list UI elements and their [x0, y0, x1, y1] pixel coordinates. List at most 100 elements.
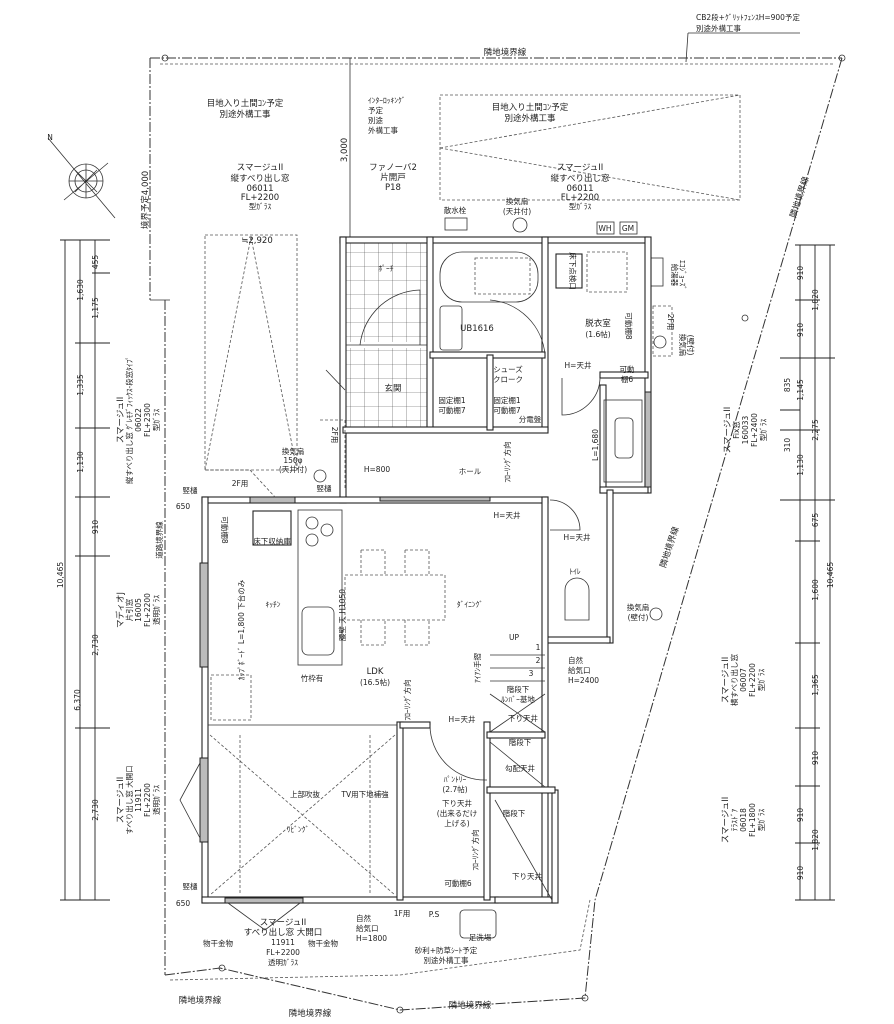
floor-storage-label: 床下収納庫 [253, 536, 291, 546]
setback-label: 境界予定4,000 [140, 171, 151, 229]
window-label-group: スマージュII すべり出し窓 大開口 11911 FL+2200 透明ｶﾞﾗｽ [116, 765, 161, 834]
window-label: FL+1800 [748, 803, 757, 837]
window-label: FL+2400 [750, 413, 759, 447]
water-heater-label: ｴｺｼﾞｮｰｽﾞ [678, 260, 687, 290]
left-dimension-lines [60, 239, 110, 901]
north-compass-icon: N [47, 133, 116, 219]
room-label-pantry: ﾊﾟﾝﾄﾘｰ [444, 775, 467, 784]
ceiling-height-label: H=天井 [494, 510, 521, 520]
compass-north-label: N [47, 133, 53, 142]
dim-650: 650 [176, 502, 191, 511]
window-label: FL+2300 [143, 403, 152, 437]
dim-label: 1,130 [796, 454, 805, 476]
shelf-label: 固定棚1 [493, 395, 520, 405]
boundary-right-low-label: 隣地境界線 [658, 525, 682, 569]
void-marking [209, 734, 396, 896]
dim-label: 910 [796, 808, 805, 823]
room-label-hall: ホール [459, 467, 482, 476]
window-label: スマージュII [116, 777, 126, 824]
dim-label: 1,630 [76, 279, 85, 301]
window-label: 型ｶﾞﾗｽ [249, 202, 272, 211]
dim-label: 1,335 [76, 374, 85, 396]
room-label-dining: ﾀﾞｲﾆﾝｸﾞ [457, 600, 483, 609]
window-label: 透明ｶﾞﾗｽ [152, 595, 161, 625]
toilet-icon [564, 577, 590, 621]
room-label-kitchen: ｷｯﾁﾝ [266, 600, 281, 609]
water-heater-label: 給湯器 [670, 264, 680, 287]
shelf-label: 可動棚7 [493, 405, 520, 415]
window-label: 16005 [134, 598, 143, 622]
window-label: 縦すべり出し窓 [231, 173, 290, 184]
panel-label: 分電盤 [519, 414, 542, 424]
window-label: 160033 [741, 415, 750, 444]
window-label: 透明ｶﾞﾗｽ [152, 785, 161, 815]
sprinkler-icon [444, 217, 468, 231]
window-label: スマージュII [237, 163, 284, 173]
fan-label: (壁付) [628, 612, 649, 622]
window-label: 11911 [134, 788, 143, 812]
window-label-group: スマージュII ﾃﾗｽﾄﾞｱ 06018 FL+1800 型ｶﾞﾗｽ [721, 797, 766, 844]
window-label: FL+2200 [143, 593, 152, 627]
dim-label: 1,145 [796, 379, 805, 401]
window-label: FL+2200 [241, 193, 279, 203]
window-label: 型ｶﾞﾗｽ [759, 419, 768, 442]
shelf-label: 可動棚8 [624, 312, 634, 339]
road-boundary-label: 道路境界線 [154, 521, 164, 559]
fence-note: CB2段+ｸﾞﾘｯﾄﾌｪﾝｽH=900予定 [696, 12, 800, 22]
boundary-right-label: 隣地境界線 [788, 175, 812, 219]
air-inlet-label: H=2400 [568, 676, 599, 685]
fan-label: (天井付) [279, 464, 307, 474]
room-label-pantry: (2.7帖) [442, 784, 467, 794]
washing-machine-icon [586, 251, 628, 293]
handrail-label: ｱｲｱﾝ手摺 [472, 653, 482, 683]
boundary-bottom-label: 隣地境界線 [449, 1000, 492, 1011]
fan-label: 換気扇 [627, 602, 650, 612]
hanger-label: 物干金物 [203, 938, 233, 948]
exterior-paving [204, 58, 741, 471]
window-label-group: スマージュII Fix窓 160033 FL+2400 型ｶﾞﾗｽ [723, 407, 768, 454]
dim-label: 910 [796, 266, 805, 281]
fan-label: 換気扇 [506, 196, 529, 206]
hanger-label: 物干金物 [308, 938, 338, 948]
fan-2f-label: 2F用 [232, 479, 249, 488]
dim-label: 10,465 [56, 562, 65, 588]
window-label: 型ｶﾞﾗｽ [757, 809, 766, 832]
flooring-direction-label: ﾌﾛｰﾘﾝｸﾞ方向 [402, 679, 412, 720]
boundary-bottom-label: 隣地境界線 [289, 1008, 332, 1019]
ceiling-height-label: H=天井 [449, 714, 476, 724]
fan-label: 150φ [283, 456, 302, 465]
dim-label: 910 [796, 866, 805, 881]
right-dimension-lines [780, 244, 835, 901]
air-inlet-label: 給気口 [568, 665, 591, 675]
void-label: 上部吹抜 [290, 789, 320, 799]
dim-label: 1,365 [811, 674, 820, 696]
window-label-group: マディオJ 片引窓 16005 FL+2200 透明ｶﾞﾗｽ [115, 592, 161, 628]
room-label-shoe-cloak: クローク [493, 375, 523, 384]
interlocking-note: 外構工事 [368, 125, 398, 135]
window-label: すべり出し窓 大開口 [124, 765, 134, 834]
window-label: 片引窓 [124, 598, 134, 621]
interlocking-note: 予定 [368, 105, 383, 115]
wh-box [596, 221, 615, 235]
window-label: マディオJ [115, 592, 126, 628]
under-stair-label: 階段下 [503, 808, 526, 818]
fan-2f-label: 2F用 [666, 314, 675, 331]
window-label: 06022 [134, 408, 143, 432]
downspout-label: 竪樋 [183, 881, 198, 891]
bathtub-icon [439, 251, 539, 351]
floor-storage-icon [252, 510, 292, 546]
gm-label: GM [622, 224, 634, 233]
window-label: FL+2200 [748, 663, 757, 697]
dim-label: 910 [91, 520, 100, 535]
ventilation-fan-icon [313, 469, 327, 483]
air-inlet-label: 給気口 [356, 923, 379, 933]
dim-label: 910 [811, 751, 820, 766]
fence-note: 別途外構工事 [696, 23, 741, 33]
window-label: 06011 [566, 184, 593, 194]
window-label-group: スマージュII 縦すべり出し窓 ｸﾞﾚﾓﾁﾞﾌｨｯｸｽ-段窓ﾀｲﾌﾟ 06022… [116, 356, 161, 484]
shelf-label: 固定棚1 [438, 395, 465, 405]
kitchen-counter [297, 509, 343, 666]
shelf-label: 可動棚8 [220, 516, 230, 543]
downspout-label: 竪樋 [183, 485, 198, 495]
